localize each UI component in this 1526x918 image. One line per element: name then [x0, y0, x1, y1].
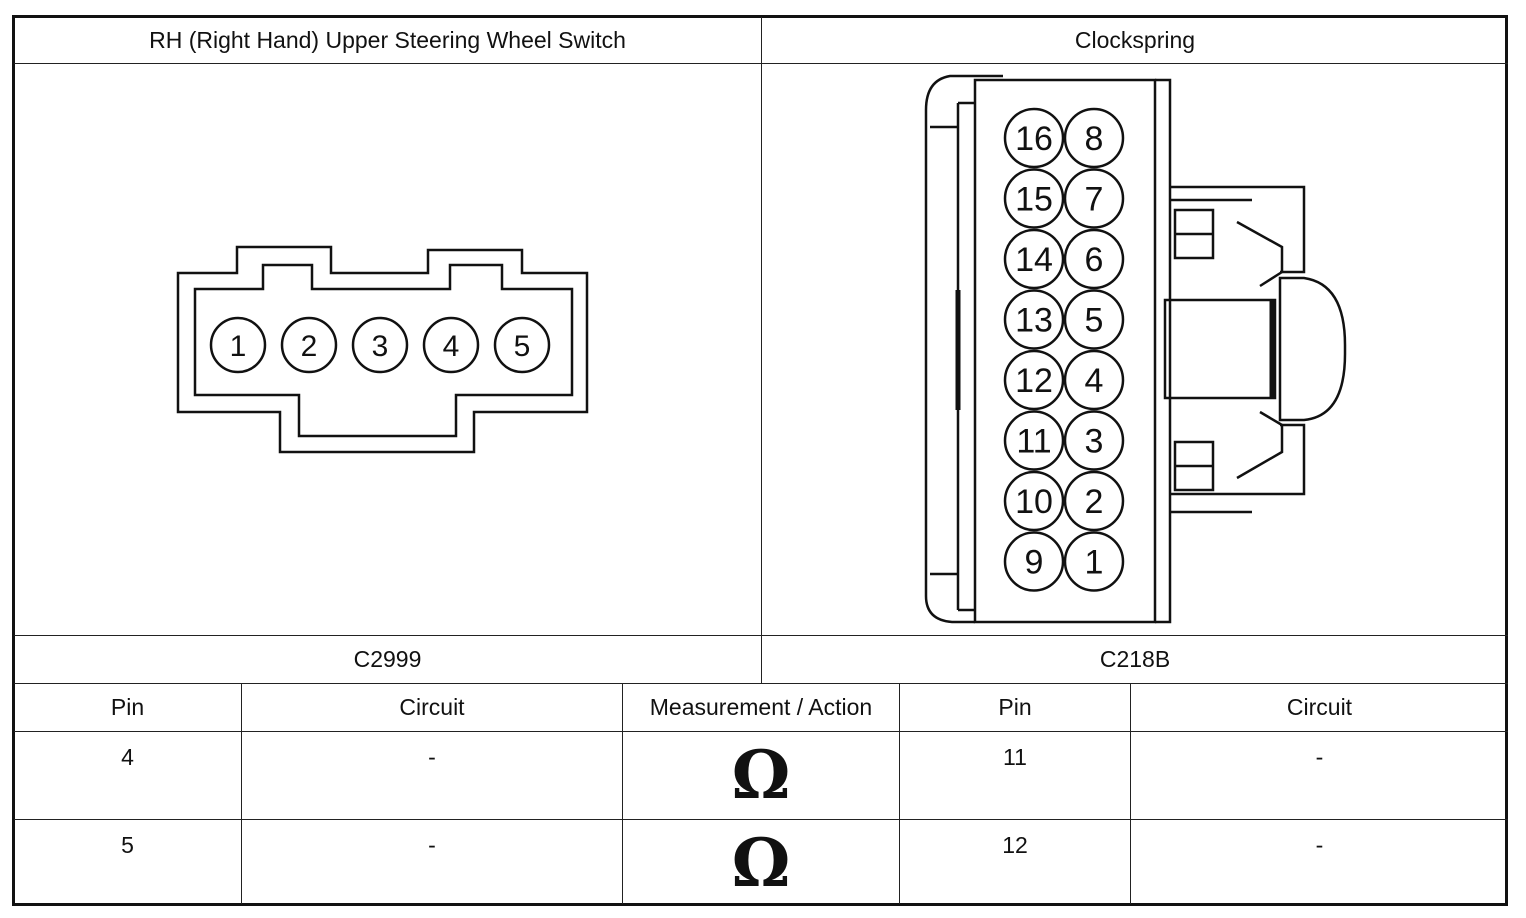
grid-line	[14, 731, 1508, 732]
header-circuit-b: Circuit	[1286, 694, 1353, 720]
grid-line	[899, 684, 900, 904]
header-pin-a: Pin	[110, 694, 145, 720]
row1-pin-a: 4	[121, 744, 134, 770]
grid-line	[761, 17, 762, 684]
header-pin-b: Pin	[998, 694, 1032, 720]
grid-line	[241, 684, 242, 904]
row2-pin-b: 12	[1002, 832, 1028, 858]
left-connector-code: C2999	[353, 646, 422, 672]
grid-line	[14, 819, 1508, 820]
right-connector-code: C218B	[1099, 646, 1171, 672]
row2-pin-a: 5	[121, 832, 134, 858]
row1-circuit-a: -	[428, 744, 436, 770]
row2-circuit-b: -	[1315, 832, 1324, 858]
header-measurement: Measurement / Action	[649, 694, 873, 720]
row2-circuit-a: -	[428, 832, 436, 858]
grid-line	[1130, 684, 1131, 904]
right-connector-title: Clockspring	[1074, 27, 1196, 53]
row1-pin-b: 11	[1003, 744, 1027, 770]
diagram-frame	[12, 15, 1508, 906]
header-circuit-a: Circuit	[399, 694, 465, 720]
row2-ohm-icon: Ω	[731, 824, 791, 902]
row1-circuit-b: -	[1315, 744, 1324, 770]
row1-ohm-icon: Ω	[731, 736, 791, 814]
left-connector-title: RH (Right Hand) Upper Steering Wheel Swi…	[149, 27, 626, 53]
grid-line	[622, 684, 623, 904]
